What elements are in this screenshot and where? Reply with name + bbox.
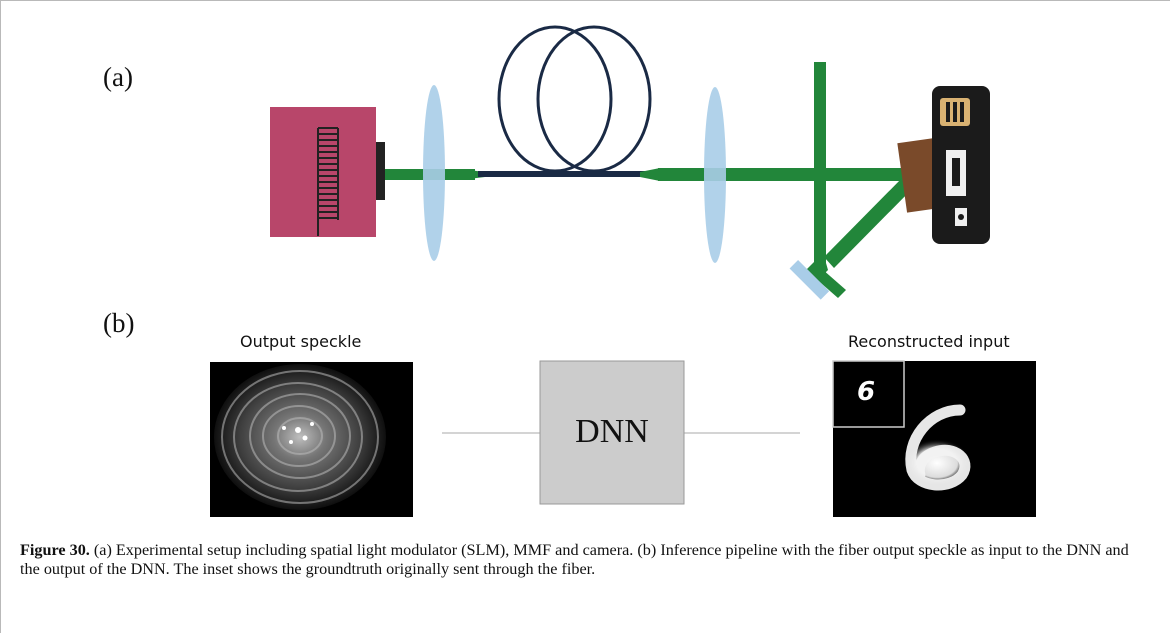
caption-lead: Figure 30. <box>20 541 90 559</box>
dnn-box <box>539 360 685 505</box>
camera <box>897 86 990 244</box>
beam-vertical <box>814 62 826 277</box>
beam-segment-2 <box>658 168 908 181</box>
output-speckle-title: Output speckle <box>240 332 362 351</box>
panel-a-label: (a) <box>103 62 133 92</box>
dnn-label: DNN <box>575 413 649 450</box>
speckle-image <box>210 362 413 517</box>
figure-caption: Figure 30. (a) Experimental setup includ… <box>20 541 1150 579</box>
fiber-line <box>478 171 648 177</box>
lens-2 <box>704 87 726 263</box>
slm-fins <box>317 127 339 236</box>
mirror <box>789 260 830 300</box>
fiber-coupler-out <box>640 168 660 181</box>
beam-diagonal-3 <box>806 262 846 298</box>
beam-diagonal-2 <box>824 175 915 268</box>
reconstructed-input-title: Reconstructed input <box>848 332 1010 351</box>
panel-b-label: (b) <box>103 308 135 338</box>
fiber-coils <box>497 25 652 173</box>
caption-text: (a) Experimental setup including spatial… <box>20 541 1129 578</box>
reconstruction-image <box>832 360 1036 517</box>
slm-device <box>270 107 385 237</box>
lens-1 <box>423 85 445 261</box>
inset-digit: 6 <box>857 377 876 407</box>
